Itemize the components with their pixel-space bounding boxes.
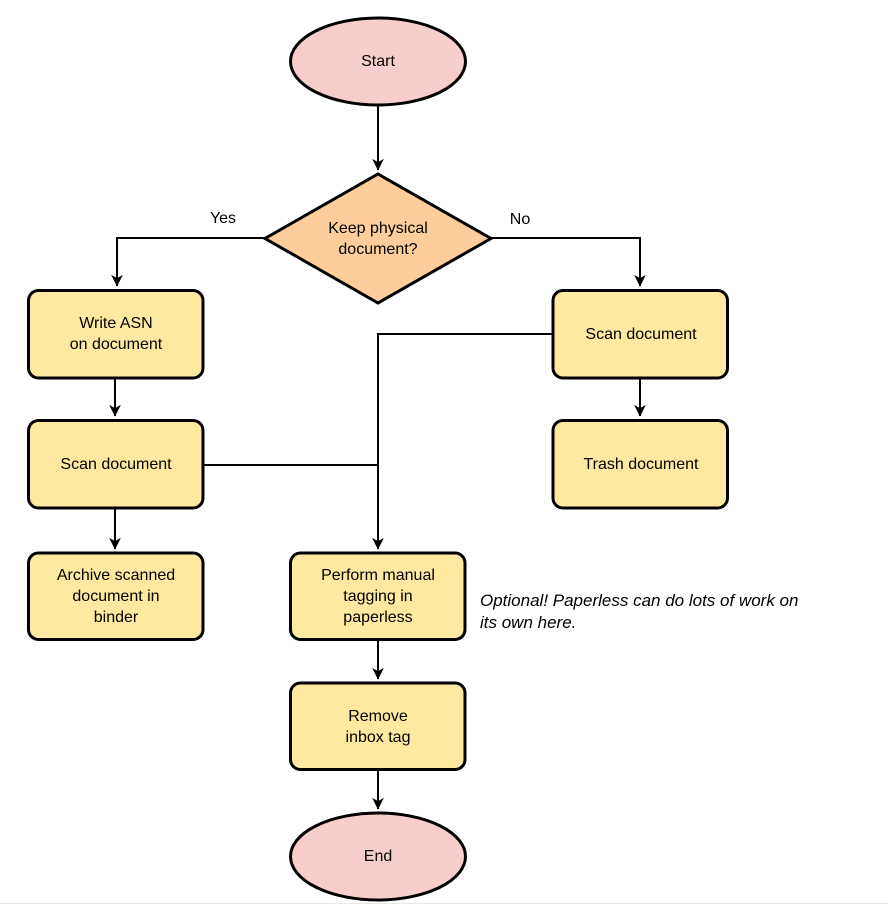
edge-no-branch bbox=[491, 237, 646, 287]
end-terminator-shape bbox=[289, 811, 467, 902]
remove-inbox-tag-shape bbox=[289, 681, 467, 771]
edge-yes-branch bbox=[111, 237, 265, 287]
manual-tagging-shape bbox=[289, 551, 467, 641]
write-asn-shape bbox=[27, 289, 205, 380]
trash-document-shape bbox=[551, 419, 729, 510]
edge-scanright-to-tagging bbox=[372, 333, 553, 550]
start-terminator-shape bbox=[289, 16, 467, 107]
archive-shape bbox=[27, 551, 205, 641]
scan-document-right-shape bbox=[551, 289, 729, 380]
decision-diamond-shape bbox=[261, 172, 495, 305]
page-bottom-divider bbox=[0, 903, 888, 904]
edges bbox=[109, 105, 646, 810]
scan-document-left-shape bbox=[27, 419, 205, 510]
